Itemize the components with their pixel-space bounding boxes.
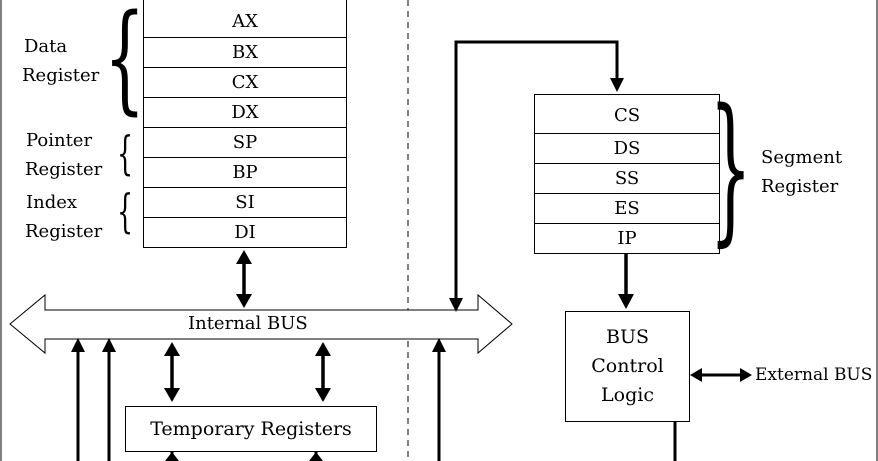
- external-bus-label: External BUS: [755, 365, 873, 385]
- data-register-label-line2: Register: [22, 65, 100, 86]
- segment-register-label-line2: Register: [761, 176, 839, 197]
- general-register-stack: AX BX CX DX SP BP SI DI: [143, 0, 347, 248]
- register-ss: SS: [535, 163, 719, 193]
- register-dx: DX: [144, 97, 346, 127]
- bus-to-segment-path: [454, 40, 619, 300]
- register-ip: IP: [535, 223, 719, 253]
- data-register-label-line1: Data: [24, 36, 68, 57]
- data-register-brace: {: [104, 0, 146, 126]
- register-ds: DS: [535, 133, 719, 163]
- internal-bus-arrow: [9, 293, 513, 355]
- bus-control-label-line2: Control: [591, 355, 664, 377]
- register-di: DI: [144, 217, 346, 247]
- bus-control-label-line1: BUS: [606, 326, 649, 348]
- segment-register-label-line1: Segment: [761, 147, 843, 168]
- segment-register-brace: {: [709, 74, 752, 261]
- pointer-register-brace: {: [117, 126, 134, 180]
- pointer-register-label-line1: Pointer: [26, 130, 93, 151]
- register-bx: BX: [144, 37, 346, 67]
- index-register-brace: {: [117, 184, 134, 238]
- temporary-registers-box: Temporary Registers: [125, 406, 377, 452]
- internal-bus-label: Internal BUS: [188, 313, 308, 334]
- register-ax: AX: [232, 11, 258, 32]
- register-sp: SP: [144, 127, 346, 157]
- register-cx: CX: [144, 67, 346, 97]
- register-si: SI: [144, 187, 346, 217]
- bus-control-label-line3: Logic: [601, 384, 654, 406]
- register-cs: CS: [613, 105, 641, 126]
- index-register-label-line2: Register: [25, 221, 103, 242]
- temporary-registers-label: Temporary Registers: [150, 418, 352, 440]
- index-register-label-line1: Index: [26, 192, 78, 213]
- segment-register-stack: CS DS SS ES IP: [534, 94, 720, 254]
- pointer-register-label-line2: Register: [25, 159, 103, 180]
- register-bp: BP: [144, 157, 346, 187]
- bus-control-logic-box: BUS Control Logic: [565, 311, 690, 422]
- register-es: ES: [535, 193, 719, 223]
